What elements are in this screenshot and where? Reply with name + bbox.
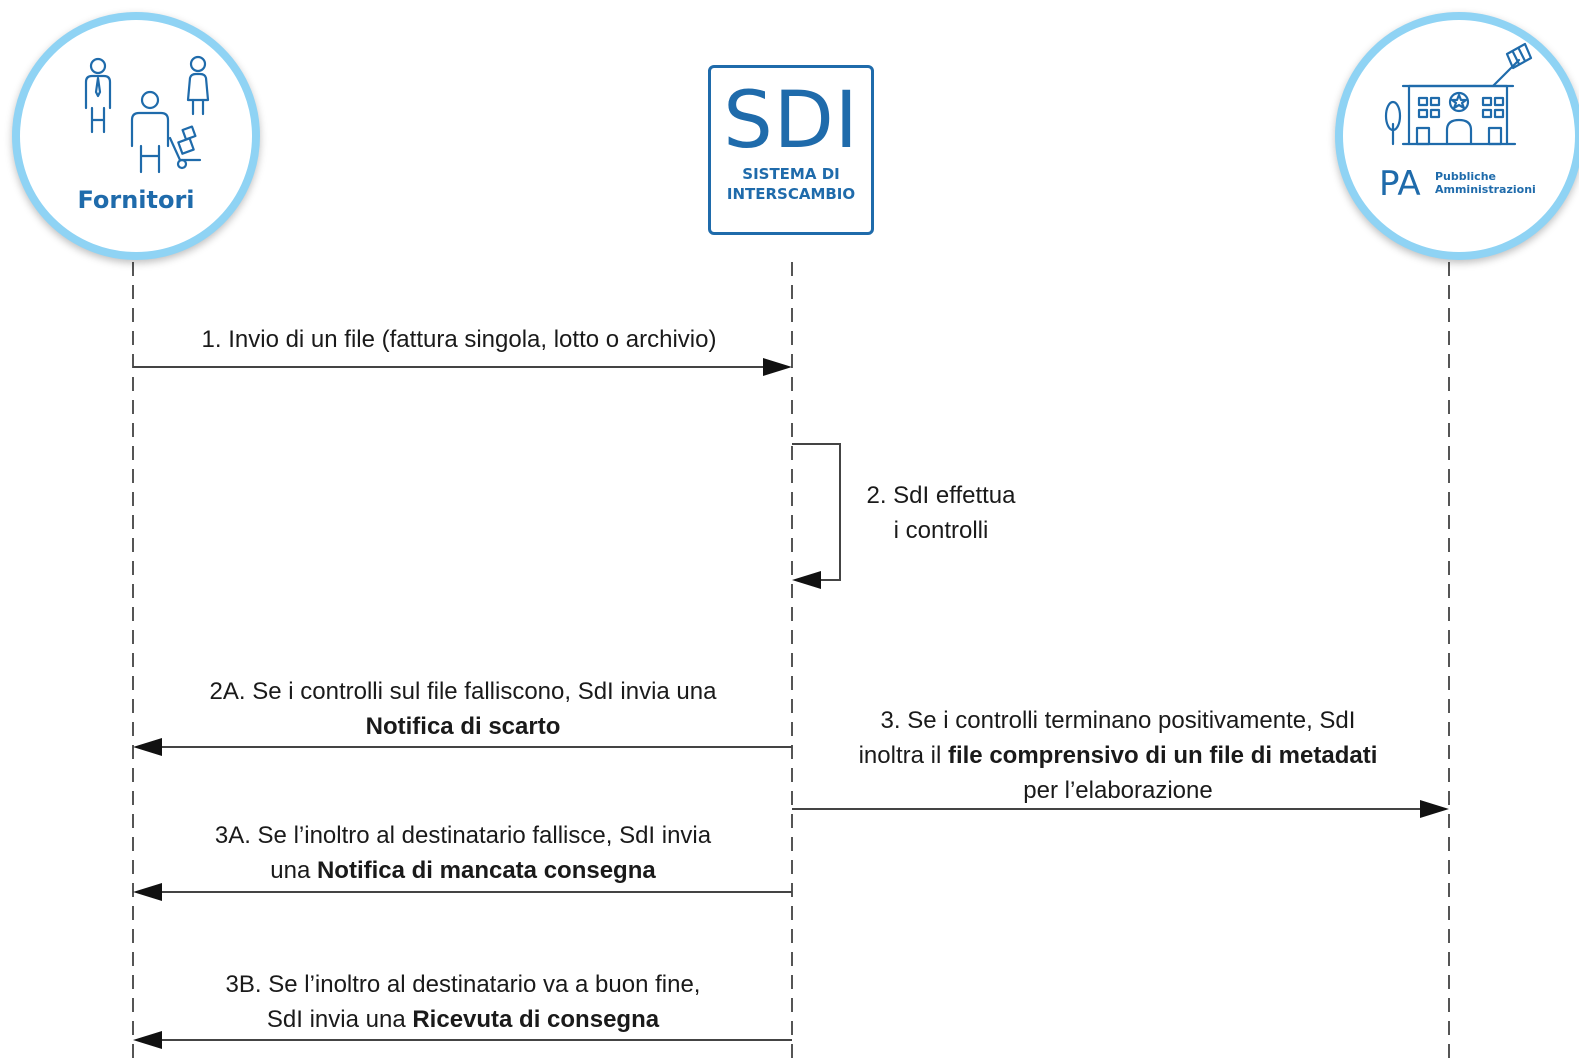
message-3-line1: 3. Se i controlli terminano positivament… <box>880 707 1356 734</box>
message-2a-bold: Notifica di scarto <box>365 713 561 740</box>
pa-sub1: Pubbliche <box>1435 170 1496 183</box>
arrowhead-delivery-receipt <box>133 1031 162 1049</box>
sdi-line2: INTERSCAMBIO <box>726 185 856 203</box>
message-1-text: 1. Invio di un file (fattura singola, lo… <box>201 326 717 353</box>
message-3b-bold: Ricevuta di consegna <box>412 1006 660 1033</box>
message-2-line2: i controlli <box>893 517 989 544</box>
message-3a-pre: una <box>270 857 317 884</box>
suppliers-label: Fornitori <box>77 186 195 214</box>
message-3b-label: 3B. Se l’inoltro al destinatario va a bu… <box>143 967 783 1037</box>
suppliers-people-icon <box>84 55 210 174</box>
message-3-line3: per l’elaborazione <box>1023 777 1213 804</box>
arrow-self-check <box>792 443 841 581</box>
arrowhead-forward-file <box>1420 800 1449 818</box>
message-3b-line1: 3B. Se l’inoltro al destinatario va a bu… <box>225 971 701 998</box>
public-building-icon <box>1384 42 1533 146</box>
sdi-line1: SISTEMA DI <box>742 165 840 183</box>
sdi-logo: SDI SISTEMA DI INTERSCAMBIO <box>708 65 874 235</box>
message-3a-label: 3A. Se l’inoltro al destinatario fallisc… <box>143 818 783 888</box>
arrowhead-rejection-notice <box>133 738 162 756</box>
message-3-pre: inoltra il <box>858 742 948 769</box>
arrowhead-missed-delivery <box>133 883 162 901</box>
message-3b-pre: SdI invia una <box>266 1006 413 1033</box>
message-2a-label: 2A. Se i controlli sul file falliscono, … <box>143 674 783 744</box>
sdi-abbr: SDI <box>723 76 859 166</box>
message-2a-line1: 2A. Se i controlli sul file falliscono, … <box>209 678 717 705</box>
actor-pa: PA Pubbliche Amministrazioni <box>1335 12 1579 260</box>
actor-suppliers: Fornitori <box>12 12 260 260</box>
arrowhead-send-file <box>763 358 792 376</box>
pa-abbr: PA <box>1379 164 1421 204</box>
message-2-line1: 2. SdI effettua <box>866 482 1016 509</box>
message-3-label: 3. Se i controlli terminano positivament… <box>798 703 1438 808</box>
message-1-label: 1. Invio di un file (fattura singola, lo… <box>143 322 775 357</box>
arrowhead-self-check <box>792 571 821 589</box>
message-2-label: 2. SdI effettua i controlli <box>846 478 1036 548</box>
message-3a-bold: Notifica di mancata consegna <box>316 857 656 884</box>
message-3-bold: file comprensivo di un file di metadati <box>947 742 1378 769</box>
message-3a-line1: 3A. Se l’inoltro al destinatario fallisc… <box>214 822 712 849</box>
pa-sub2: Amministrazioni <box>1435 183 1536 196</box>
